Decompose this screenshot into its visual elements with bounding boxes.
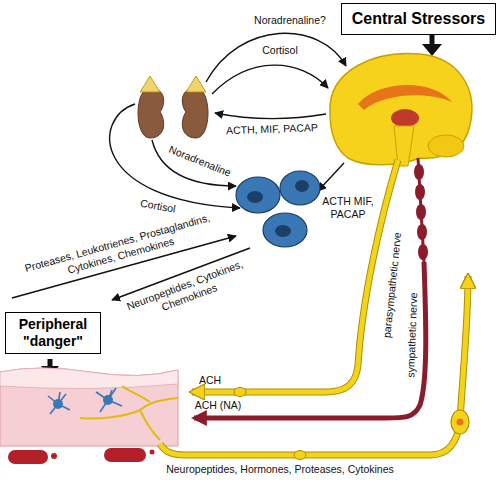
sensory-nerve-outline <box>160 276 468 455</box>
hormone-label: Noradrenaline? <box>254 14 326 27</box>
dendritic-cell <box>48 392 70 414</box>
sympathetic-ganglion <box>418 244 428 260</box>
hormone-arrow <box>318 163 344 191</box>
ganglion <box>294 451 306 460</box>
mediator-label: Neuropeptides, Cytokines, Chemokines <box>117 255 257 328</box>
stressor-box: Central Stressors <box>341 3 496 35</box>
hormone-arrow <box>110 104 240 208</box>
blood-vessel <box>104 448 146 462</box>
sensory-nerve <box>160 276 468 455</box>
node-label: Peripheral "danger" <box>13 316 93 350</box>
corpus-callosum <box>358 85 452 110</box>
sympathetic-ganglion <box>417 224 427 240</box>
transmitter-label: ACH <box>199 374 221 387</box>
nerve-ending <box>80 386 178 440</box>
kidney <box>138 88 164 138</box>
sympathetic-ganglion <box>416 204 426 220</box>
hormone-label: Cortisol <box>139 197 176 216</box>
dorsal-root-ganglion <box>451 410 469 434</box>
dendritic-cell <box>96 388 122 412</box>
blood-vessel <box>8 450 48 464</box>
nerve-label: sympathetic nerve <box>404 292 420 378</box>
skin-tissue <box>0 368 178 446</box>
hormone-label: ACTH MIF, PACAP <box>318 195 378 220</box>
danger-box: Peripheral "danger" <box>5 312 101 354</box>
hormone-arrow <box>152 140 236 186</box>
node-label: Central Stressors <box>351 9 486 28</box>
ganglion-cell <box>457 419 464 426</box>
transmitter-label: ACH (NA) <box>195 399 242 412</box>
epidermis <box>0 368 178 389</box>
kidney <box>182 88 208 138</box>
immune-cell <box>263 213 307 247</box>
adrenal-gland <box>140 76 160 92</box>
dendrite <box>48 392 70 414</box>
cell-nucleus <box>247 191 263 203</box>
dendrite <box>96 388 122 412</box>
thalamus <box>391 109 419 127</box>
cerebellum <box>428 135 464 157</box>
hormone-label: Cortisol <box>262 44 298 57</box>
sympathetic-ganglion <box>415 184 425 200</box>
dendritic-cell-body <box>103 395 113 405</box>
hormone-arrow <box>206 33 346 82</box>
hormone-label: ACTH, MIF, PACAP <box>226 121 318 137</box>
cell-nucleus <box>295 180 309 192</box>
sympathetic-ganglion <box>414 164 424 180</box>
nerve-label: parasympathetic nerve <box>380 232 404 339</box>
immune-cell <box>280 171 320 205</box>
hormone-arrow <box>212 65 328 94</box>
adrenal-gland <box>186 76 206 92</box>
ganglion <box>234 388 246 397</box>
blood-cell <box>150 450 155 455</box>
cell-nucleus <box>275 225 291 237</box>
blood-cell <box>51 453 57 459</box>
dendritic-cell-body <box>53 399 63 409</box>
hormone-arrow <box>215 113 326 118</box>
immune-cell <box>236 177 280 213</box>
mediator-label: Neuropeptides, Hormones, Proteases, Cyto… <box>166 463 394 476</box>
